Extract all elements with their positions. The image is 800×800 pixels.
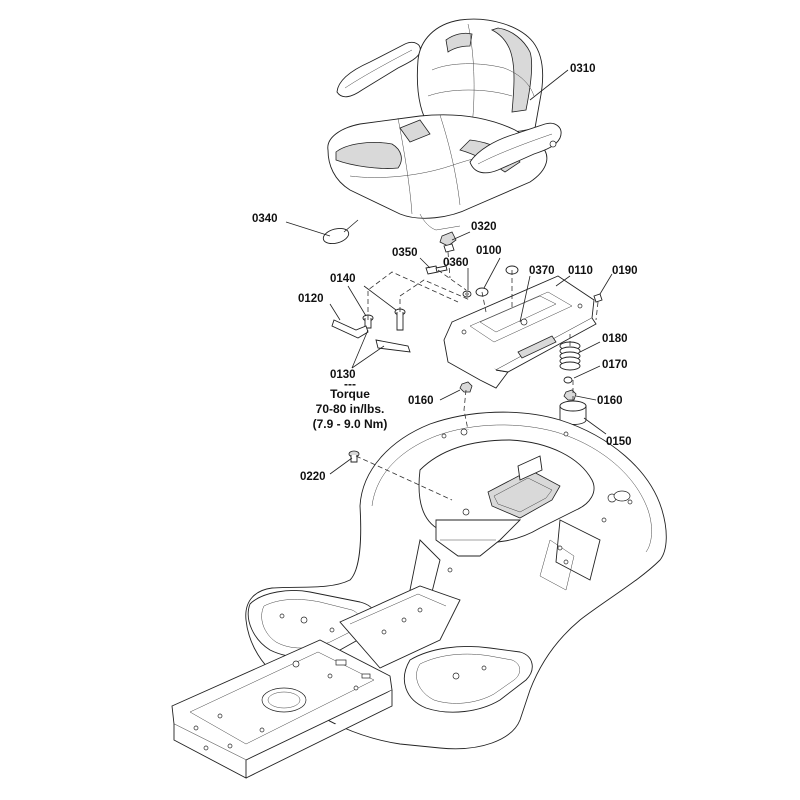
callout-0360: 0360 [443, 257, 469, 269]
nut-a [459, 381, 473, 393]
callout-0310: 0310 [570, 63, 596, 75]
callout-0110: 0110 [568, 265, 593, 277]
callout-0370: 0370 [529, 265, 555, 277]
torque-separator: --- [344, 377, 356, 391]
callout-0160-a: 0160 [408, 395, 434, 407]
seat-assembly [327, 18, 562, 231]
small-bolt [593, 293, 603, 303]
callout-0320: 0320 [471, 221, 497, 233]
screw-pair [362, 308, 406, 331]
callout-0180: 0180 [602, 333, 628, 345]
seat-pan [443, 275, 597, 389]
callout-0350: 0350 [392, 247, 418, 259]
callout-0120: 0120 [298, 293, 324, 305]
callout-0100: 0100 [476, 245, 502, 257]
torque-note: --- Torque 70-80 in/lbs. (7.9 - 9.0 Nm) [313, 377, 388, 431]
callout-0340: 0340 [252, 213, 278, 225]
seat-brackets [331, 319, 411, 353]
spring [559, 341, 581, 371]
torque-imperial: 70-80 in/lbs. [316, 402, 385, 416]
seat-switch [439, 231, 457, 253]
callout-0130: 0130 [330, 369, 356, 381]
callout-0150: 0150 [606, 436, 632, 448]
callout-0170: 0170 [602, 359, 628, 371]
leader-lines [285, 69, 613, 475]
frame-plate [171, 639, 393, 779]
callout-0140: 0140 [330, 273, 356, 285]
nut-b [563, 389, 577, 401]
spring-washer [563, 376, 573, 384]
callout-0220: 0220 [300, 471, 326, 483]
callout-0190: 0190 [612, 265, 638, 277]
callout-0160-b: 0160 [597, 395, 623, 407]
torque-metric: (7.9 - 9.0 Nm) [313, 417, 388, 431]
cable-tie [322, 219, 359, 245]
torque-title: Torque [330, 387, 370, 401]
assembly-lines [355, 251, 599, 501]
